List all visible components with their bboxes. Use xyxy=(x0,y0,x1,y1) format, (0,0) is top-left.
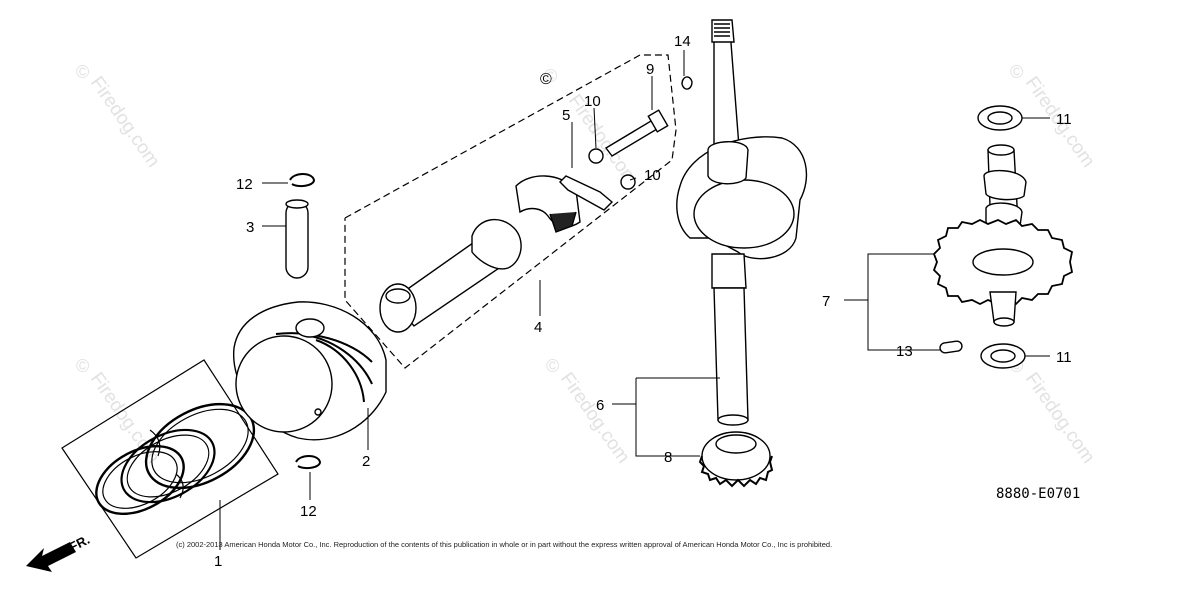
front-arrow-icon xyxy=(26,542,76,572)
watermark-symbol-2: © xyxy=(76,356,89,376)
copyright-symbol: © xyxy=(540,71,552,88)
watermark-6: Firedog.com xyxy=(1021,369,1099,468)
callout-1: 1 xyxy=(214,553,222,570)
callout-3: 3 xyxy=(246,219,254,236)
callout-10-lower: 10 xyxy=(644,167,661,184)
clip-top xyxy=(289,173,316,188)
callout-14: 14 xyxy=(674,33,691,50)
leader-10a xyxy=(593,107,597,149)
ring-set-boundary xyxy=(61,359,279,559)
crank-lower-shaft xyxy=(713,287,749,421)
leader-lines xyxy=(219,50,1050,550)
con-rod-boundary xyxy=(344,54,677,369)
callout-12-top: 12 xyxy=(236,176,253,193)
cam-washer-top-inner xyxy=(987,111,1013,125)
oil-ring xyxy=(95,444,185,516)
callout-8: 8 xyxy=(664,449,672,466)
rod-cap xyxy=(515,175,581,233)
crankshaft xyxy=(676,19,808,426)
leader-7-bracket xyxy=(867,253,940,351)
watermark-symbol-3: © xyxy=(546,356,559,376)
rod-bolt-head xyxy=(647,109,669,133)
watermark-symbol-5: © xyxy=(1010,62,1023,82)
lock-plate-and-bolts xyxy=(559,109,669,211)
cam-lobe-1 xyxy=(983,169,1027,201)
camshaft-end xyxy=(987,144,1015,156)
crank-pin xyxy=(707,141,749,185)
crank-main-journal xyxy=(711,253,747,289)
woodruff-key xyxy=(681,76,693,90)
diagram-code: 8880-E0701 xyxy=(996,486,1080,502)
callouts: 12 3 1 2 12 4 5 10 9 10 14 6 8 7 13 11 1… xyxy=(214,33,1072,570)
crank-gear-teeth xyxy=(698,455,774,488)
callout-13: 13 xyxy=(896,343,913,360)
rod-small-end-hole xyxy=(385,288,411,304)
camshaft xyxy=(932,105,1074,369)
callout-7: 7 xyxy=(822,293,830,310)
watermark-2: Firedog.com xyxy=(86,369,164,468)
ring-gap xyxy=(149,429,184,499)
callout-6: 6 xyxy=(596,397,604,414)
leader-6-bracket xyxy=(635,378,700,457)
piston-oil-hole xyxy=(314,408,322,416)
piston-ring-second-inner xyxy=(126,434,210,498)
lock-plate xyxy=(559,175,614,211)
piston-pin-group xyxy=(285,173,322,470)
callout-9: 9 xyxy=(646,61,654,78)
watermark-symbol-4: © xyxy=(544,66,557,86)
piston-crown xyxy=(235,335,333,433)
crank-gear-bore xyxy=(715,434,757,454)
watermark-1: Firedog.com xyxy=(86,73,164,172)
callout-4: 4 xyxy=(534,319,542,336)
leader-10b xyxy=(629,177,637,181)
front-arrow: FR. xyxy=(26,532,92,572)
clip-bottom xyxy=(295,455,322,470)
crankshaft-gear xyxy=(698,431,774,488)
callout-10-upper: 10 xyxy=(584,93,601,110)
callout-2: 2 xyxy=(362,453,370,470)
piston-ring-groove-3 xyxy=(315,339,365,403)
callout-11-bottom: 11 xyxy=(1056,349,1072,366)
piston-pin-boss xyxy=(295,318,325,338)
piston xyxy=(233,301,387,441)
watermark-3: Firedog.com xyxy=(556,369,634,468)
cam-gear-hub xyxy=(972,248,1034,276)
cam-washer-bottom-inner xyxy=(990,349,1016,363)
connecting-rod xyxy=(379,218,522,333)
callout-12-bottom: 12 xyxy=(300,503,317,520)
piston-pin xyxy=(285,201,309,279)
washer-lower xyxy=(620,174,636,190)
piston-pin-end xyxy=(285,199,309,209)
crank-threads xyxy=(714,23,730,37)
rod-cap-shadow xyxy=(549,211,577,233)
washer-upper xyxy=(588,148,604,164)
cam-pin xyxy=(939,340,963,354)
camshaft-lower-end xyxy=(993,317,1015,327)
connecting-rod-group xyxy=(344,54,677,369)
callout-5: 5 xyxy=(562,107,570,124)
piston-ring-top-inner xyxy=(151,408,249,484)
oil-ring-inner xyxy=(102,451,178,509)
crank-counterweight xyxy=(693,179,795,249)
piston-ring-groove-1 xyxy=(275,332,373,363)
copyright-notice: (c) 2002-2013 American Honda Motor Co., … xyxy=(176,540,832,549)
crank-shaft-end xyxy=(717,414,749,426)
watermark-symbol-1: © xyxy=(76,62,89,82)
rod-big-end xyxy=(471,218,522,270)
callout-11-top: 11 xyxy=(1056,111,1072,128)
